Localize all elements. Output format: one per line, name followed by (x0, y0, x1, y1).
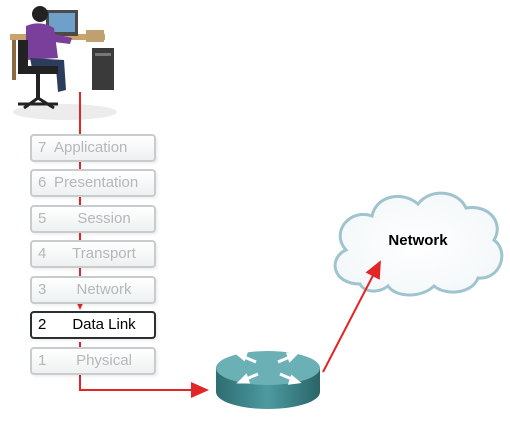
layer-number: 3 (38, 281, 47, 298)
layer-name: Presentation (54, 174, 139, 191)
osi-layer-session: 5 Session (30, 205, 156, 233)
router-icon (216, 351, 320, 409)
layer-name: Transport (72, 245, 136, 262)
osi-layer-application: 7 Application (30, 134, 156, 162)
layer-name: Data Link (72, 316, 136, 333)
osi-layer-transport: 4 Transport (30, 240, 156, 268)
layer-name: Session (77, 210, 131, 227)
layer-number: 7 (38, 139, 47, 156)
layer-name: Physical (76, 352, 132, 369)
user-at-computer-icon (10, 6, 117, 120)
osi-layer-presentation: 6 Presentation (30, 169, 156, 197)
layer-number: 6 (38, 174, 47, 191)
osi-layer-physical: 1 Physical (30, 347, 156, 375)
osi-layer-data-link: 2 Data Link (30, 311, 156, 339)
layer-name: Application (54, 139, 128, 156)
layer-number: 1 (38, 352, 47, 369)
layer-number: 4 (38, 245, 47, 262)
path-arrow-to-network (322, 260, 381, 373)
osi-layer-network: 3 Network (30, 276, 156, 304)
layer-number: 5 (38, 210, 47, 227)
network-cloud-label: Network (388, 232, 448, 249)
layer-number: 2 (38, 316, 47, 333)
layer-name: Network (76, 281, 132, 298)
